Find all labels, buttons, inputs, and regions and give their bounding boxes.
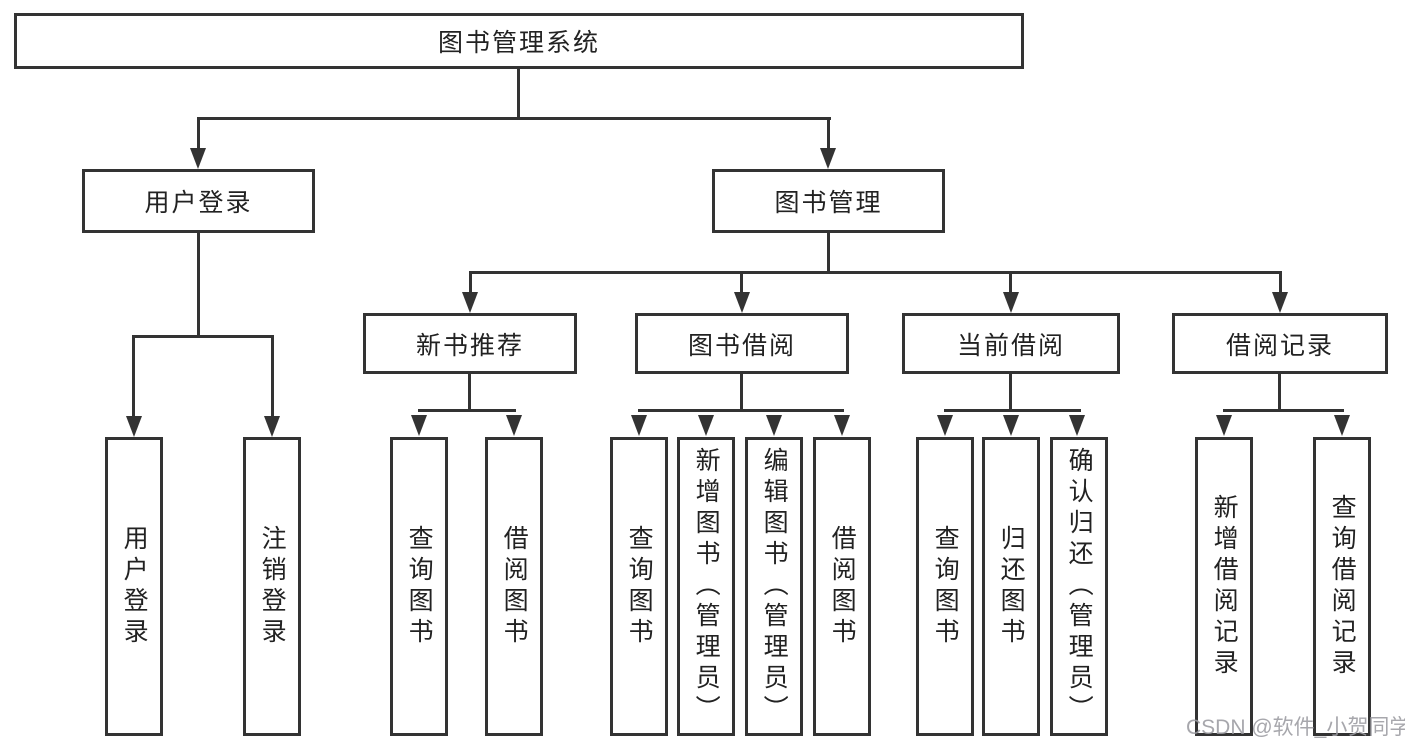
- leaf-return-books: 归还图书: [982, 437, 1040, 736]
- connector-line: [944, 409, 1081, 412]
- node-label: 新书推荐: [415, 331, 524, 360]
- connector-line: [1223, 409, 1344, 412]
- arrowhead-down-icon: [264, 416, 280, 437]
- node-label: 图书借阅: [687, 331, 796, 360]
- node-label: 用户登录: [144, 189, 253, 217]
- arrowhead-down-icon: [734, 292, 750, 313]
- connector-line: [1279, 273, 1282, 293]
- arrowhead-down-icon: [462, 292, 478, 313]
- node-label: 图书管理: [774, 189, 883, 217]
- leaf-label: 用户登录: [120, 524, 149, 649]
- leaf-label: 查询图书: [625, 524, 654, 649]
- node-user-login: 用户登录: [82, 169, 315, 233]
- connector-line: [469, 271, 1282, 274]
- arrowhead-down-icon: [506, 415, 522, 436]
- arrowhead-down-icon: [411, 415, 427, 436]
- leaf-add-books-admin: 新增图书（管理员）: [677, 437, 735, 736]
- node-book-management: 图书管理: [712, 169, 945, 233]
- connector-line: [517, 68, 520, 119]
- leaf-edit-books-admin: 编辑图书（管理员）: [745, 437, 803, 736]
- arrowhead-down-icon: [766, 415, 782, 436]
- node-library-system: 图书管理系统: [14, 13, 1024, 69]
- connector-line: [827, 119, 830, 150]
- connector-line: [827, 233, 830, 273]
- connector-line: [132, 335, 274, 338]
- leaf-label: 借阅图书: [500, 524, 529, 649]
- connector-line: [1278, 374, 1281, 412]
- connector-line: [418, 409, 516, 412]
- connector-line: [271, 337, 274, 417]
- node-new-book-recommend: 新书推荐: [363, 313, 577, 374]
- arrowhead-down-icon: [1334, 415, 1350, 436]
- connector-line: [132, 337, 135, 417]
- leaf-label: 查询图书: [405, 524, 434, 649]
- leaf-query-books-recommend: 查询图书: [390, 437, 448, 736]
- arrowhead-down-icon: [1272, 292, 1288, 313]
- leaf-query-borrow-record: 查询借阅记录: [1313, 437, 1371, 736]
- connector-line: [1009, 374, 1012, 412]
- connector-line: [638, 409, 844, 412]
- arrowhead-down-icon: [834, 415, 850, 436]
- arrowhead-down-icon: [1216, 415, 1232, 436]
- node-current-borrow: 当前借阅: [902, 313, 1120, 374]
- leaf-label: 归还图书: [997, 524, 1026, 649]
- arrowhead-down-icon: [937, 415, 953, 436]
- leaf-add-borrow-record: 新增借阅记录: [1195, 437, 1253, 736]
- leaf-label: 确认归还（管理员）: [1065, 447, 1094, 726]
- leaf-label: 查询图书: [931, 524, 960, 649]
- node-label: 当前借阅: [956, 331, 1065, 360]
- node-label: 借阅记录: [1225, 331, 1334, 360]
- node-book-borrow: 图书借阅: [635, 313, 849, 374]
- connector-line: [197, 233, 200, 338]
- leaf-logout: 注销登录: [243, 437, 301, 736]
- connector-line: [197, 119, 200, 150]
- leaf-label: 借阅图书: [828, 524, 857, 649]
- arrowhead-down-icon: [631, 415, 647, 436]
- arrowhead-down-icon: [126, 416, 142, 437]
- connector-line: [197, 117, 831, 120]
- leaf-query-books: 查询图书: [610, 437, 668, 736]
- arrowhead-down-icon: [190, 148, 206, 169]
- leaf-label: 注销登录: [258, 524, 287, 649]
- connector-line: [740, 273, 743, 293]
- leaf-label: 查询借阅记录: [1328, 493, 1357, 680]
- leaf-label: 新增图书（管理员）: [692, 447, 721, 726]
- connector-line: [469, 273, 472, 293]
- node-label: 图书管理系统: [437, 29, 600, 57]
- leaf-user-login: 用户登录: [105, 437, 163, 736]
- leaf-borrow-books-recommend: 借阅图书: [485, 437, 543, 736]
- csdn-watermark: CSDN @软件_小贺同学: [1186, 716, 1405, 739]
- connector-line: [740, 374, 743, 412]
- connector-line: [468, 374, 471, 412]
- leaf-query-current-books: 查询图书: [916, 437, 974, 736]
- leaf-label: 编辑图书（管理员）: [760, 447, 789, 726]
- leaf-borrow-books: 借阅图书: [813, 437, 871, 736]
- arrowhead-down-icon: [698, 415, 714, 436]
- arrowhead-down-icon: [1003, 415, 1019, 436]
- leaf-label: 新增借阅记录: [1210, 493, 1239, 680]
- arrowhead-down-icon: [1003, 292, 1019, 313]
- connector-line: [1009, 273, 1012, 293]
- node-borrow-records: 借阅记录: [1172, 313, 1388, 374]
- leaf-confirm-return-admin: 确认归还（管理员）: [1050, 437, 1108, 736]
- arrowhead-down-icon: [1069, 415, 1085, 436]
- arrowhead-down-icon: [820, 148, 836, 169]
